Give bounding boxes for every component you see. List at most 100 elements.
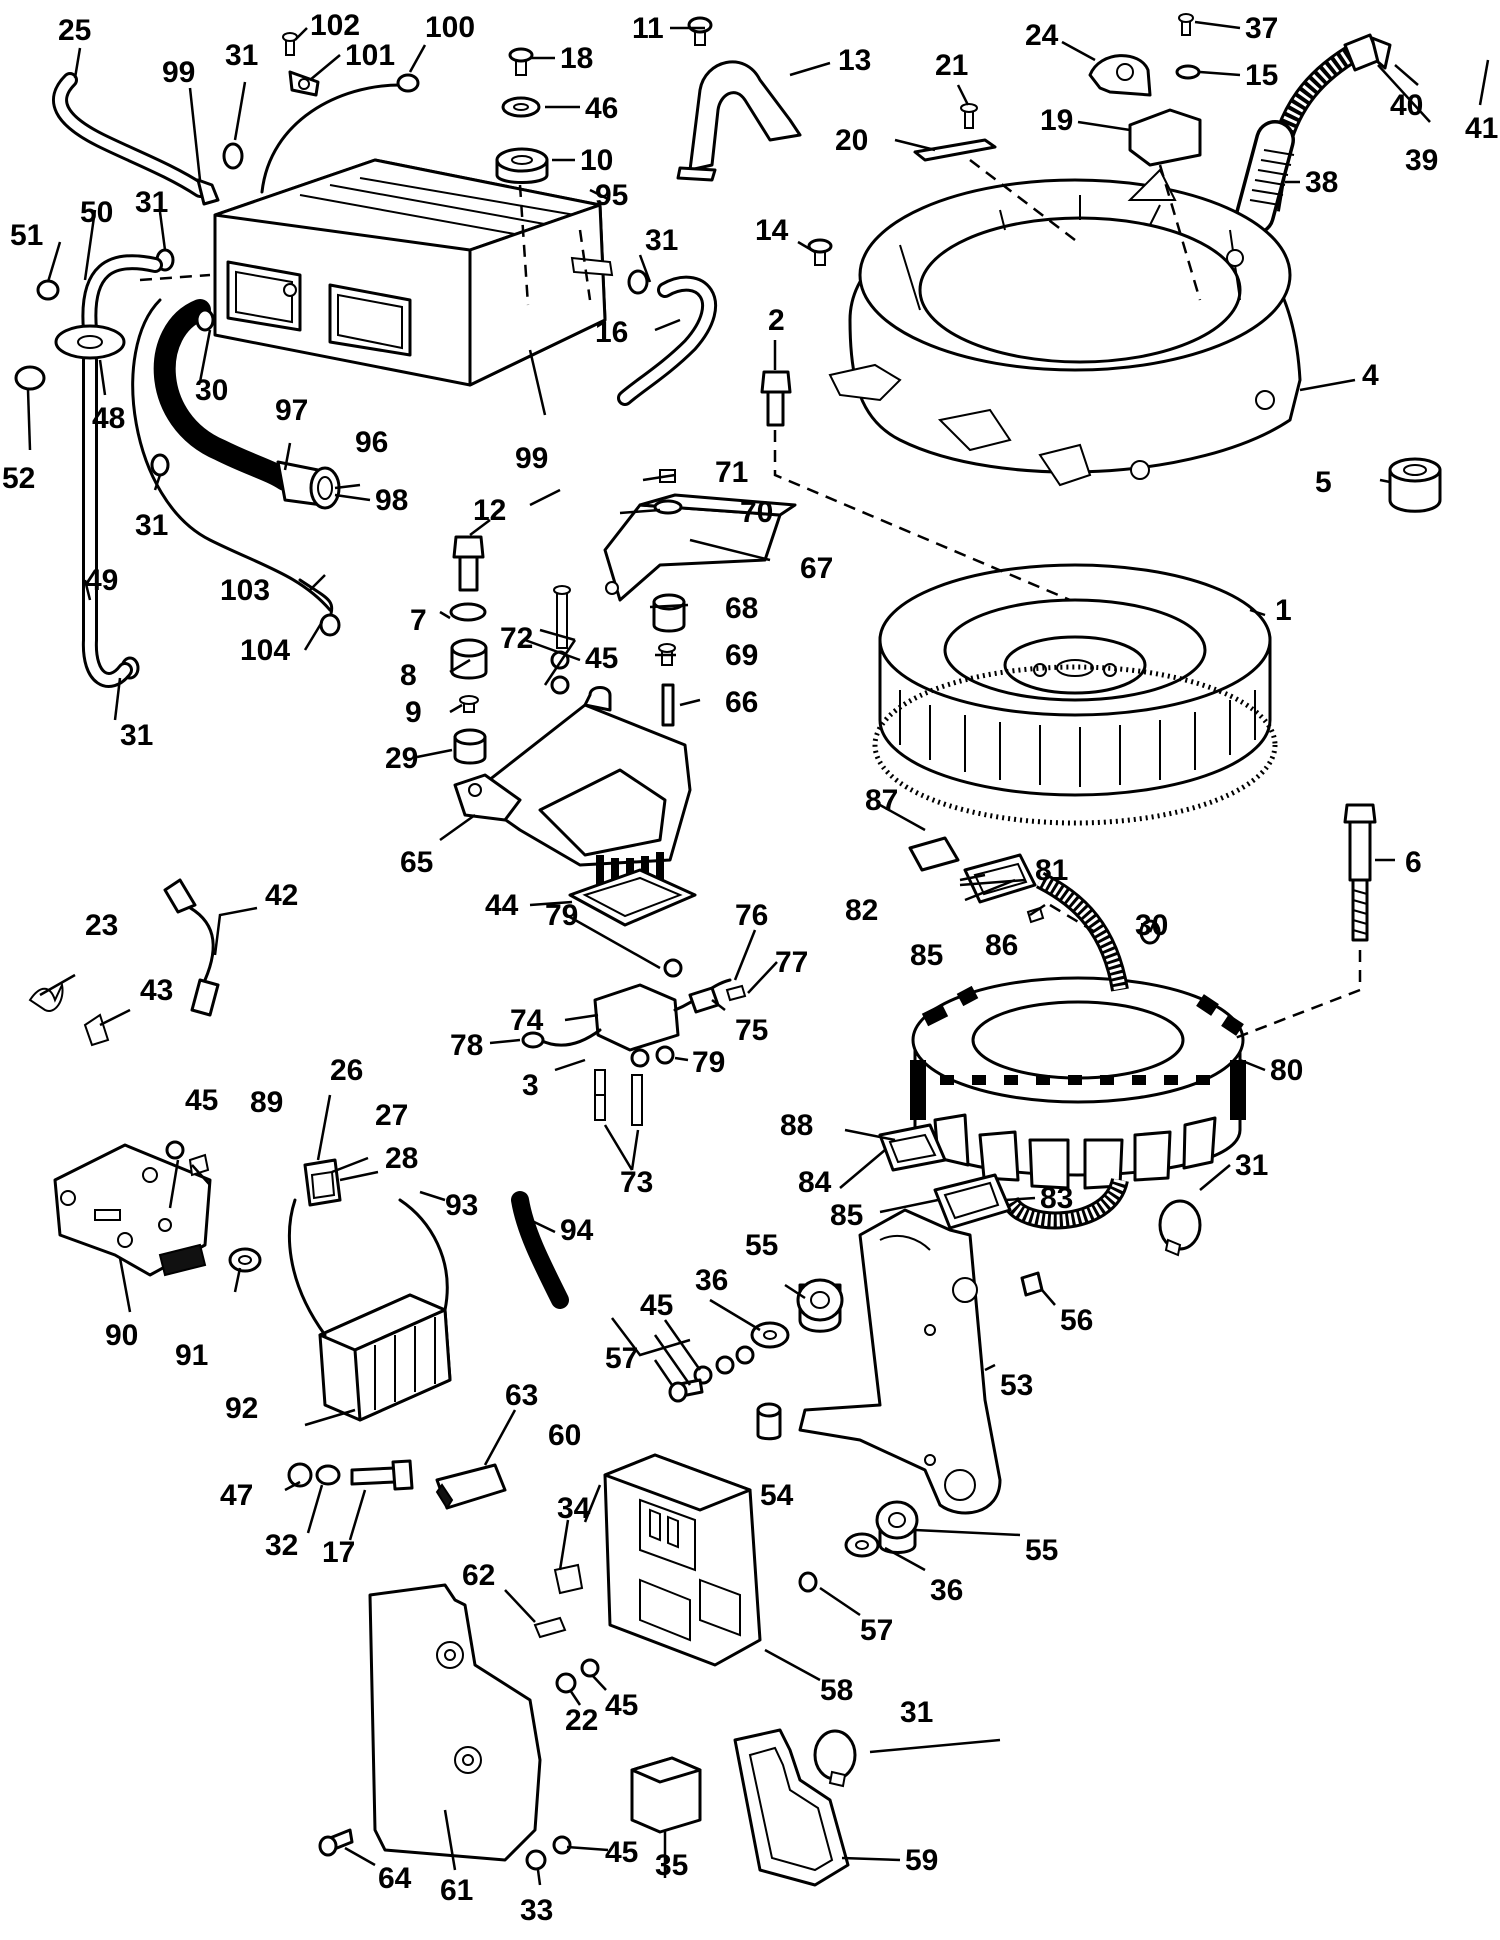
callout-25: 25 [58,14,91,47]
bushing-stack-icon [550,469,686,727]
callout-101: 101 [345,39,395,72]
callout-102: 102 [310,9,360,42]
callout-23: 23 [85,909,118,942]
callout-9: 9 [405,696,422,729]
callout-45d: 45 [605,1689,638,1722]
callout-18: 18 [560,42,593,75]
clamp-icon [282,32,320,97]
callout-88: 88 [780,1109,813,1142]
grommet-stack-icon [449,535,488,765]
callout-22: 22 [565,1704,598,1737]
callout-48: 48 [92,402,125,435]
rectifier-icon [521,958,747,1126]
gasket-icon [568,868,697,927]
strap-bracket-icon [676,60,802,182]
callout-31b: 31 [135,186,168,219]
fuse-icon [435,1463,584,1639]
callout-57b: 57 [860,1614,893,1647]
callout-89: 89 [250,1086,283,1119]
callout-46: 46 [585,92,618,125]
callout-70: 70 [740,496,773,529]
hose-clamp-icon [120,142,1161,945]
hose-icon [52,72,208,198]
ignition-coil-icon [287,1198,452,1422]
callout-66: 66 [725,686,758,719]
callout-82: 82 [845,894,878,927]
callout-3: 3 [522,1069,539,1102]
callout-16: 16 [595,316,628,349]
callout-72: 72 [500,622,533,655]
callout-104: 104 [240,634,290,667]
fitting-icon [196,178,220,206]
callout-100: 100 [425,11,475,44]
ecu-harness-icon [131,298,341,612]
callout-74: 74 [510,1004,544,1037]
callout-33: 33 [520,1894,553,1927]
callout-28: 28 [385,1142,418,1175]
callout-31d: 31 [135,509,168,542]
connector-plug-icon [303,1158,342,1207]
plug-lead-icon [28,878,220,1047]
callout-8: 8 [400,659,417,692]
callout-95: 95 [595,179,628,212]
callout-27: 27 [375,1099,408,1132]
stator-harness-icon [878,836,1129,1230]
callout-60: 60 [548,1419,581,1452]
callout-57: 57 [605,1342,638,1375]
callout-6: 6 [1405,846,1422,879]
callout-54: 54 [760,1479,794,1512]
callout-73: 73 [620,1166,653,1199]
callout-68: 68 [725,592,758,625]
callout-94: 94 [560,1214,594,1247]
callout-11: 11 [632,12,664,45]
callout-97: 97 [275,394,308,427]
callout-90: 90 [105,1319,138,1352]
callout-7: 7 [410,604,427,637]
callout-17: 17 [322,1536,355,1569]
callout-52: 52 [2,462,35,495]
callout-31: 31 [225,39,258,72]
callout-79b: 79 [692,1046,725,1079]
callout-59: 59 [905,1844,938,1877]
flywheel-icon [872,563,1278,826]
callout-20: 20 [835,124,868,157]
callout-31g: 31 [900,1696,933,1729]
callout-55b: 55 [1025,1534,1058,1567]
callout-71: 71 [715,456,748,489]
callout-85b: 85 [830,1199,863,1232]
callout-93: 93 [445,1189,478,1222]
callout-92: 92 [225,1392,258,1425]
callout-64: 64 [378,1862,412,1895]
cover-plate-icon [368,1583,542,1862]
long-bolt-icon [1343,803,1377,942]
callout-49: 49 [85,564,118,597]
callout-85: 85 [910,939,943,972]
callout-39: 39 [1405,144,1438,177]
stator-icon [910,976,1246,1190]
latch-icon [913,103,997,162]
fuse-box-gasket-icon [733,1728,850,1887]
callout-26: 26 [330,1054,363,1087]
callout-42: 42 [265,879,298,912]
fuse-box-icon [603,1453,762,1667]
callout-44: 44 [485,889,519,922]
callout-4: 4 [1362,359,1379,392]
callout-45c: 45 [640,1289,673,1322]
callout-65: 65 [400,846,433,879]
callout-32: 32 [265,1529,298,1562]
vent-hose-icon [14,254,163,688]
callout-78: 78 [450,1029,483,1062]
callout-34: 34 [557,1492,591,1525]
callout-12: 12 [473,494,506,527]
callout-69: 69 [725,639,758,672]
callout-24: 24 [1025,19,1059,52]
callout-13: 13 [838,44,871,77]
callout-47: 47 [220,1479,253,1512]
hose-right-icon [617,275,718,406]
callout-56: 56 [1060,1304,1093,1337]
regulator-plate-icon [453,686,692,893]
callout-30b: 30 [1135,909,1168,942]
callout-2: 2 [768,304,785,337]
callout-84: 84 [798,1166,832,1199]
